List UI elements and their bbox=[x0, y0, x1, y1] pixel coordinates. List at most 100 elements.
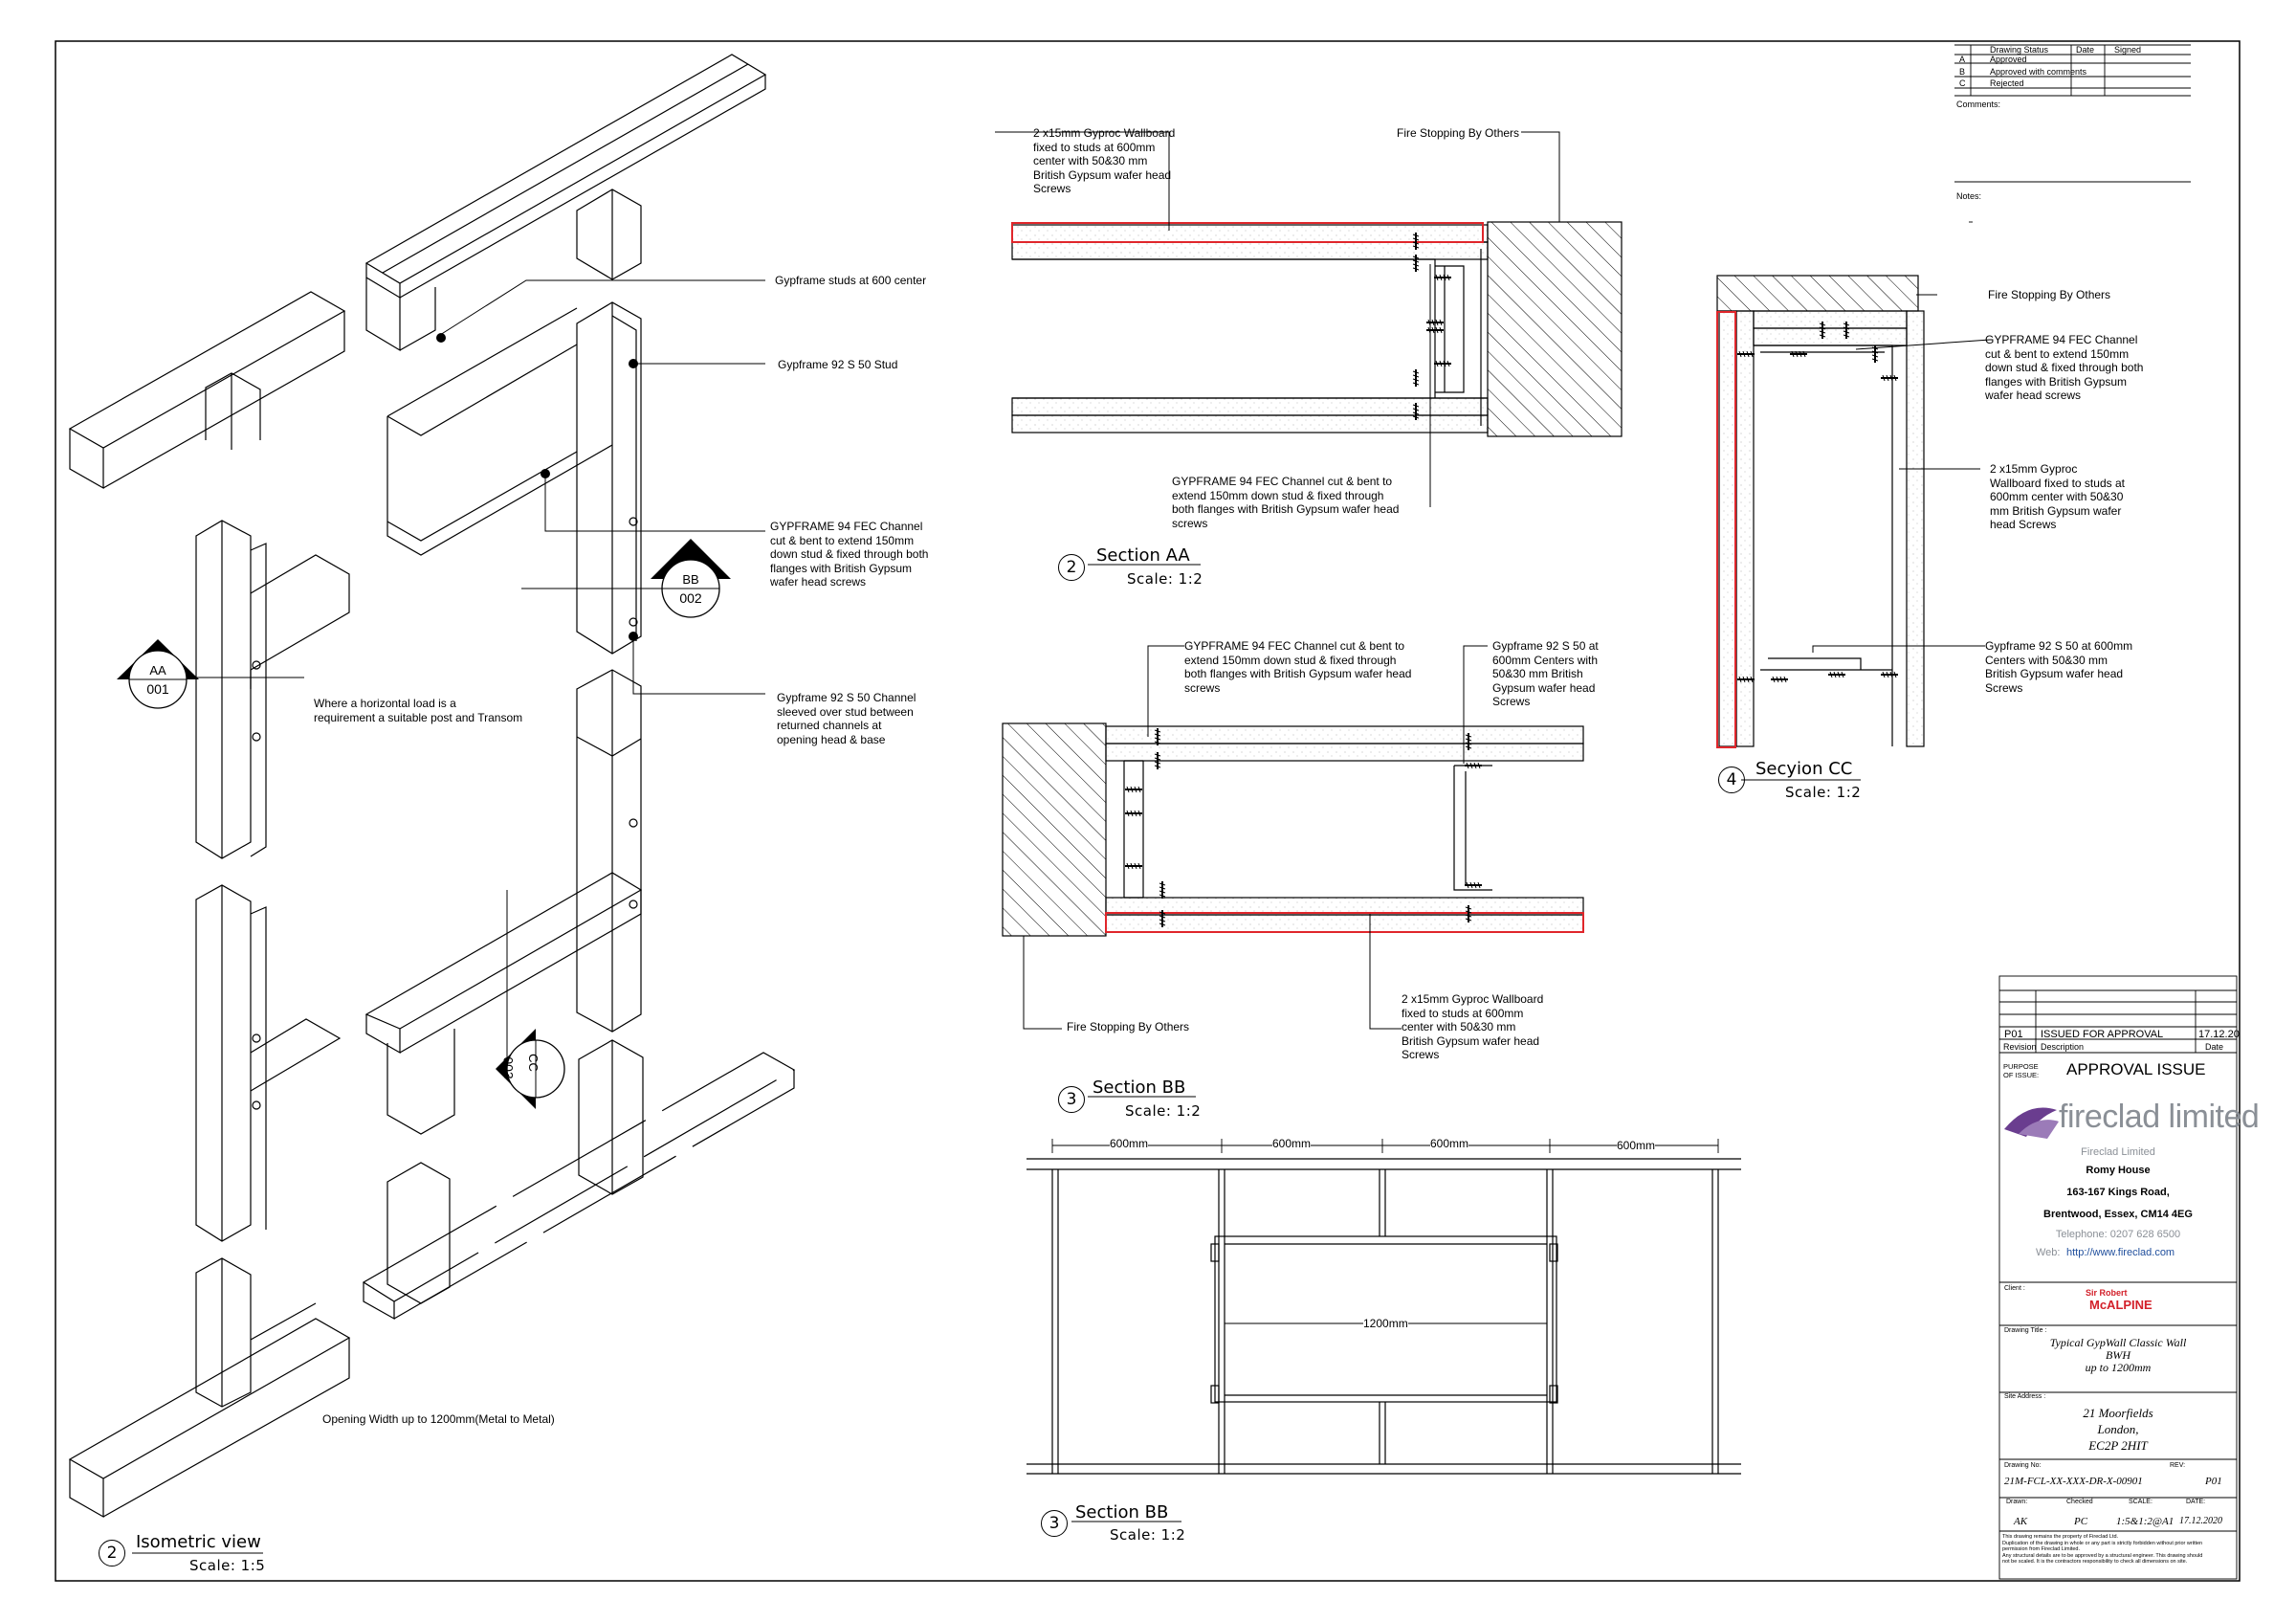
rev-value: P01 bbox=[2205, 1476, 2222, 1487]
checked-value: PC bbox=[2074, 1516, 2088, 1527]
status-header-drawing-status: Drawing Status bbox=[1990, 45, 2049, 55]
note-sleeved-channel: Gypframe 92 S 50 Channel sleeved over st… bbox=[777, 691, 916, 746]
section-bb-note-channel: GYPFRAME 94 FEC Channel cut & bent to ex… bbox=[1184, 639, 1412, 695]
marker-cc-number: 003 bbox=[500, 1056, 517, 1079]
purpose-value: APPROVAL ISSUE bbox=[2066, 1060, 2206, 1078]
company-web-link[interactable]: http://www.fireclad.com bbox=[2066, 1247, 2175, 1258]
isometric-view-scale: Scale: 1:5 bbox=[189, 1557, 266, 1574]
site-address-label: Site Address : bbox=[2004, 1393, 2046, 1400]
client-label: Client : bbox=[2004, 1285, 2025, 1292]
section-cc-note-stud: Gypframe 92 S 50 at 600mm Centers with 5… bbox=[1985, 639, 2133, 695]
revision-label: Revision bbox=[2003, 1042, 2037, 1052]
date-label: Date bbox=[2205, 1042, 2224, 1052]
section-cc-note-fire: Fire Stopping By Others bbox=[1988, 288, 2111, 301]
status-code-c: C bbox=[1959, 78, 1966, 88]
section-bb-scale: Scale: 1:2 bbox=[1125, 1102, 1202, 1120]
marker-aa-number: 001 bbox=[146, 681, 169, 697]
elevation-opening-dim: 1200mm bbox=[1363, 1317, 1408, 1331]
drawing-number: 21M-FCL-XX-XXX-DR-X-00901 bbox=[2004, 1476, 2143, 1487]
status-code-b: B bbox=[1959, 67, 1966, 77]
status-rejected: Rejected bbox=[1990, 78, 2024, 88]
isometric-view bbox=[68, 54, 796, 1519]
isometric-view-title: Isometric view bbox=[136, 1532, 261, 1552]
marker-cc-label: CC bbox=[525, 1054, 541, 1072]
section-bb-note-stud: Gypframe 92 S 50 at 600mm Centers with 5… bbox=[1492, 639, 1599, 708]
section-aa-number: 2 bbox=[1058, 554, 1085, 581]
note-stud: Gypframe 92 S 50 Stud bbox=[778, 358, 898, 371]
section-aa-title: Section AA bbox=[1096, 545, 1190, 566]
note-fec-channel: GYPFRAME 94 FEC Channel cut & bent to ex… bbox=[770, 520, 929, 589]
section-cc-drawing bbox=[1716, 275, 1991, 748]
elevation-dim-3: 600mm bbox=[1430, 1137, 1469, 1151]
section-cc-number: 4 bbox=[1718, 767, 1745, 793]
section-cc-scale: Scale: 1:2 bbox=[1785, 784, 1862, 801]
marker-aa-label: AA bbox=[149, 663, 166, 678]
revision-date: 17.12.20 bbox=[2198, 1029, 2240, 1040]
fireclad-logo-mark bbox=[2004, 1107, 2059, 1139]
elevation-title: Section BB bbox=[1075, 1502, 1169, 1522]
elevation-number: 3 bbox=[1041, 1510, 1068, 1537]
elevation-dim-4: 600mm bbox=[1617, 1139, 1656, 1153]
elevation-drawing bbox=[1027, 1139, 1741, 1475]
company-name: Fireclad Limited bbox=[2081, 1146, 2155, 1158]
section-aa-drawing bbox=[995, 131, 1623, 507]
drawing-title-label: Drawing Title : bbox=[2004, 1327, 2047, 1334]
elevation-scale: Scale: 1:2 bbox=[1110, 1526, 1186, 1544]
marker-bb-label: BB bbox=[682, 572, 699, 587]
scale-label: SCALE: bbox=[2129, 1499, 2152, 1505]
section-marker-aa bbox=[117, 639, 199, 709]
purpose-label: PURPOSE OF ISSUE: bbox=[2003, 1062, 2040, 1079]
section-cc-note-channel: GYPFRAME 94 FEC Channel cut & bent to ex… bbox=[1985, 333, 2144, 402]
section-aa-note-wallboard: 2 x15mm Gyproc Wallboard fixed to studs … bbox=[1033, 126, 1176, 195]
section-marker-bb bbox=[651, 539, 731, 618]
section-cc-screws bbox=[1736, 321, 1899, 683]
comments-label: Comments: bbox=[1956, 100, 2001, 109]
drawn-label: Drawn: bbox=[2006, 1499, 2028, 1505]
title-block-lines bbox=[1954, 44, 2238, 1580]
section-aa-note-channel: GYPFRAME 94 FEC Channel cut & bent to ex… bbox=[1172, 475, 1400, 530]
date-value: 17.12.2020 bbox=[2179, 1516, 2222, 1526]
section-bb-note-fire: Fire Stopping By Others bbox=[1067, 1020, 1190, 1033]
section-aa-note-fire: Fire Stopping By Others bbox=[1397, 126, 1520, 140]
section-cc-note-wallboard: 2 x15mm Gyproc Wallboard fixed to studs … bbox=[1990, 462, 2125, 531]
elevation-dim-2: 600mm bbox=[1272, 1137, 1312, 1151]
elevation-dim-1: 600mm bbox=[1110, 1137, 1149, 1151]
section-bb-drawing bbox=[1002, 645, 1584, 1030]
revision-code: P01 bbox=[2004, 1029, 2023, 1040]
note-horizontal-load: Where a horizontal load is a requirement… bbox=[314, 697, 523, 724]
description-label: Description bbox=[2041, 1042, 2085, 1052]
date2-label: DATE: bbox=[2186, 1499, 2206, 1505]
sheet-border bbox=[55, 40, 2241, 1582]
drawing-no-label: Drawing No: bbox=[2004, 1462, 2042, 1469]
isometric-view-number: 2 bbox=[99, 1540, 125, 1566]
company-web-label: Web: bbox=[2036, 1247, 2061, 1258]
client-logo-line-1: Sir Robert bbox=[2086, 1288, 2128, 1298]
section-cc-title: Secyion CC bbox=[1755, 759, 1853, 779]
disclaimer: This drawing remains the property of Fir… bbox=[2002, 1534, 2203, 1565]
company-address-2: 163-167 Kings Road, bbox=[2066, 1187, 2170, 1198]
company-address-3: Brentwood, Essex, CM14 4EG bbox=[2043, 1209, 2193, 1220]
leader-dot bbox=[436, 333, 446, 343]
note-opening-width: Opening Width up to 1200mm(Metal to Meta… bbox=[322, 1412, 555, 1426]
client-logo-line-2: McALPINE bbox=[2089, 1298, 2152, 1312]
status-approved: Approved bbox=[1990, 55, 2027, 64]
status-approved-comments: Approved with comments bbox=[1990, 67, 2087, 77]
section-aa-scale: Scale: 1:2 bbox=[1127, 570, 1203, 588]
section-bb-note-wallboard: 2 x15mm Gyproc Wallboard fixed to studs … bbox=[1402, 992, 1544, 1061]
scale-value: 1:5&1:2@A1 bbox=[2116, 1516, 2175, 1527]
drawing-title: Typical GypWall Classic Wall BWH up to 1… bbox=[2049, 1336, 2187, 1374]
status-header-signed: Signed bbox=[2114, 45, 2142, 55]
company-telephone: Telephone: 0207 628 6500 bbox=[2055, 1229, 2181, 1240]
drawn-value: AK bbox=[2014, 1516, 2028, 1527]
notes-label: Notes: bbox=[1956, 191, 1982, 201]
checked-label: Checked bbox=[2066, 1499, 2093, 1505]
marker-bb-number: 002 bbox=[679, 590, 702, 606]
company-address-1: Romy House bbox=[2086, 1165, 2151, 1176]
section-bb-title: Section BB bbox=[1093, 1078, 1186, 1098]
fireclad-logo-text: fireclad limited bbox=[2059, 1099, 2260, 1135]
section-marker-cc bbox=[496, 1029, 565, 1109]
rev-label: REV: bbox=[2170, 1462, 2186, 1469]
section-bb-number: 3 bbox=[1058, 1086, 1085, 1113]
revision-description: ISSUED FOR APPROVAL bbox=[2041, 1029, 2164, 1040]
